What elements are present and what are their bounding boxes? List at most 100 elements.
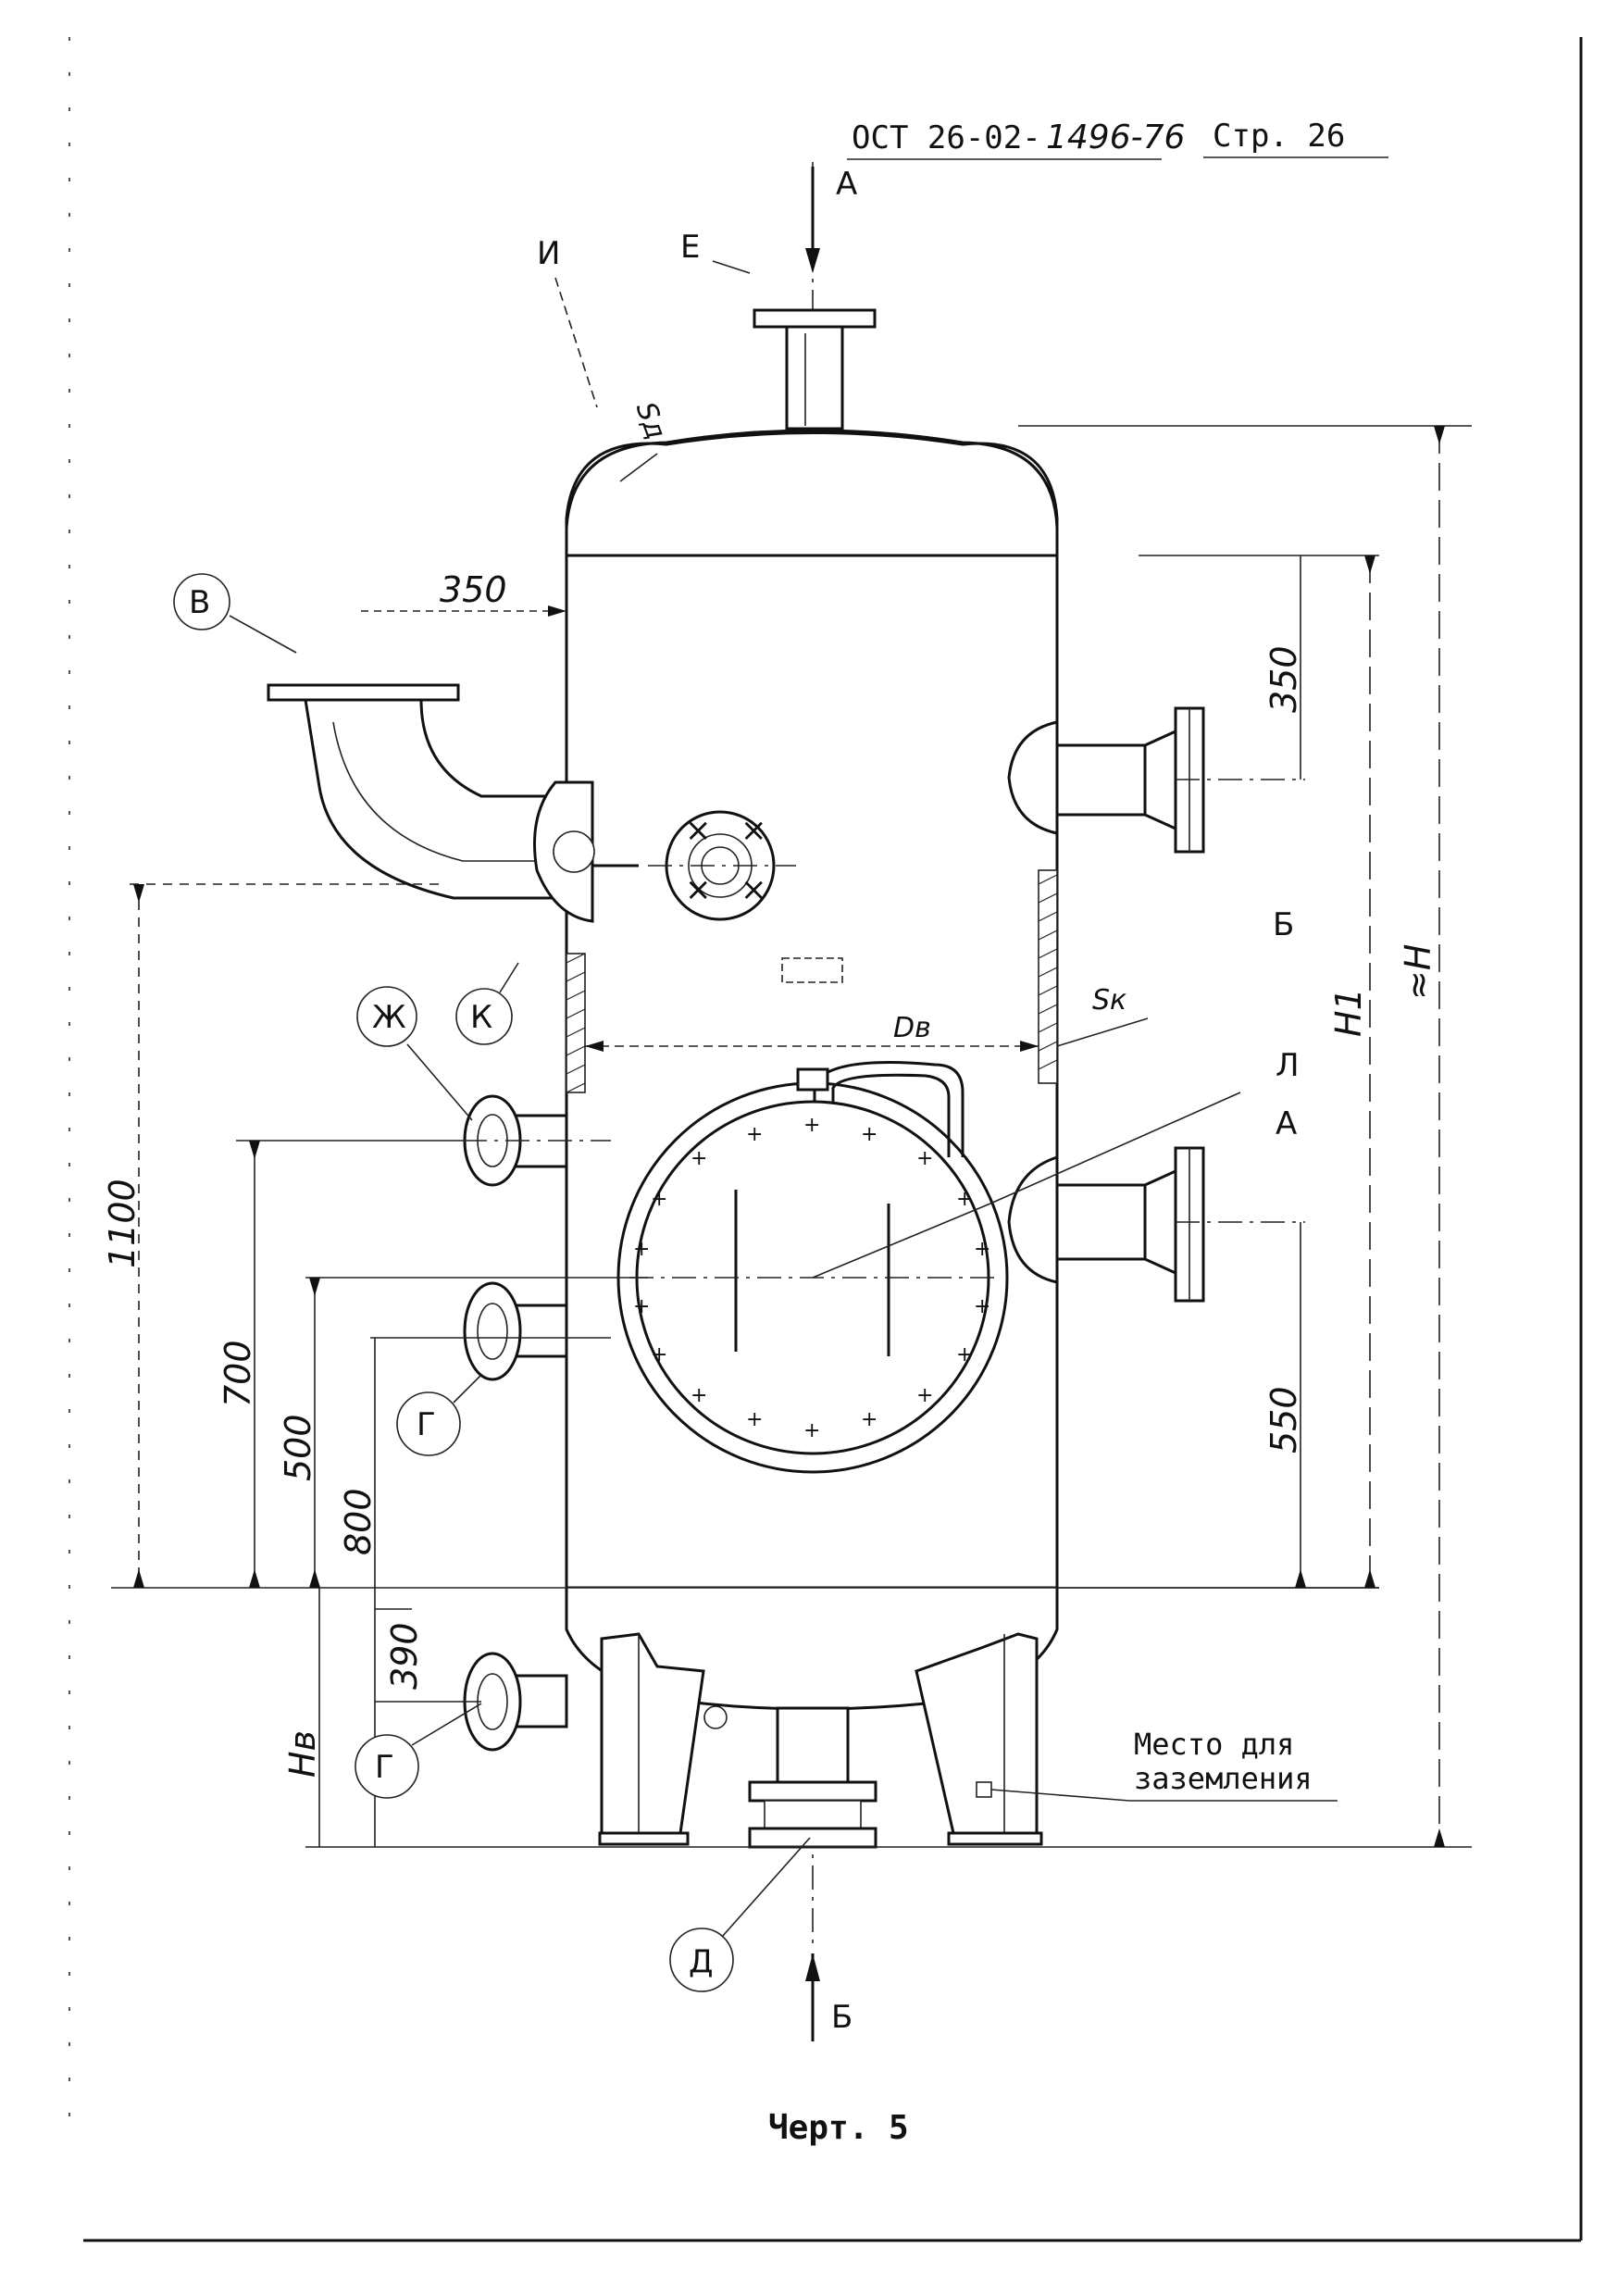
standard-label: ОСТ 26-02-	[852, 119, 1041, 156]
svg-text:+: +	[974, 1295, 990, 1318]
svg-text:×: ×	[685, 871, 712, 908]
dim-hb: Hв	[282, 1588, 323, 1847]
callout-d: Д	[669, 1837, 811, 1992]
dim-db-label: Dв	[893, 1012, 931, 1044]
left-nozzle-upper	[463, 1094, 611, 1187]
callout-k: К	[455, 962, 519, 1045]
svg-text:В: В	[189, 584, 210, 621]
dim-700: 700	[218, 1140, 463, 1588]
dim-h1: H1	[1328, 555, 1375, 1588]
svg-text:+: +	[861, 1123, 877, 1146]
support-leg-left	[598, 1632, 705, 1846]
callout-zh: Ж	[356, 986, 473, 1121]
svg-text:+: +	[651, 1343, 667, 1366]
dim-350-left: 350	[361, 569, 566, 617]
drain-boss	[703, 1705, 728, 1729]
support-leg-right	[915, 1632, 1043, 1846]
svg-text:Г: Г	[375, 1749, 394, 1786]
svg-text:Г: Г	[417, 1406, 436, 1443]
dim-sk: Sк	[1056, 984, 1149, 1047]
svg-text:+: +	[956, 1188, 973, 1211]
svg-text:К: К	[470, 999, 492, 1036]
dim-800-label: 800	[338, 1488, 379, 1555]
svg-text:×: ×	[741, 871, 767, 908]
dim-hb-label: Hв	[282, 1730, 323, 1778]
dim-700-label: 700	[218, 1340, 258, 1407]
vessel-top-head	[565, 431, 1059, 557]
standard-number: 1496-76	[1046, 119, 1185, 156]
header: ОСТ 26-02- 1496-76 Стр. 26	[847, 118, 1388, 160]
svg-text:+: +	[633, 1295, 650, 1318]
dim-h1-label: H1	[1328, 988, 1369, 1037]
svg-text:×: ×	[685, 812, 712, 849]
right-nozzle-lower	[1007, 1146, 1305, 1303]
callout-g-lower: Г	[355, 1703, 482, 1799]
svg-text:+: +	[861, 1408, 877, 1431]
callout-v: В	[173, 573, 297, 654]
svg-text:+: +	[746, 1408, 763, 1431]
grounding-square	[976, 1781, 992, 1798]
svg-text:+: +	[633, 1238, 650, 1261]
view-b-label: Б	[831, 1999, 853, 2036]
svg-text:Е: Е	[680, 229, 700, 266]
svg-text:Д: Д	[689, 1943, 714, 1980]
callout-i: И	[537, 235, 598, 408]
callout-g-upper: Г	[396, 1374, 482, 1456]
dim-db: Dв	[585, 1012, 1039, 1052]
view-arrow-top: А	[805, 166, 857, 273]
dim-800: 800	[338, 1338, 379, 1847]
dim-sd-label: Sд	[629, 398, 673, 443]
svg-text:×: ×	[741, 812, 767, 849]
elbow-nozzle	[267, 683, 639, 923]
wall-section-left	[566, 953, 586, 1093]
small-flange: × × × ×	[648, 810, 796, 921]
dim-1100-label: 1100	[102, 1179, 143, 1268]
page-label: Стр. 26	[1213, 118, 1345, 155]
dim-390: 390	[375, 1608, 481, 1703]
svg-text:Л: Л	[1276, 1047, 1300, 1084]
svg-text:+: +	[746, 1123, 763, 1146]
dim-500-label: 500	[278, 1414, 318, 1481]
grounding-line2: заземления	[1134, 1761, 1313, 1796]
dim-h-label: ≈H	[1398, 944, 1438, 1000]
left-nozzle-mid	[370, 1281, 611, 1381]
nameplate	[781, 957, 843, 983]
dim-390-label: 390	[384, 1622, 425, 1690]
svg-text:+: +	[974, 1238, 990, 1261]
dim-h: ≈H	[1398, 426, 1445, 1847]
side-view-b: Б	[1273, 906, 1294, 943]
dim-1100: 1100	[102, 883, 444, 1588]
bottom-nozzle	[748, 1706, 877, 1849]
svg-text:+: +	[803, 1114, 820, 1137]
svg-text:+: +	[691, 1147, 707, 1170]
figure-caption: Черт. 5	[768, 2109, 909, 2147]
svg-text:И: И	[537, 235, 560, 272]
manhole-bolts: + + + + + + + + + + + + + + + + + +	[633, 1114, 990, 1442]
svg-text:+: +	[691, 1384, 707, 1407]
svg-text:+: +	[956, 1343, 973, 1366]
wall-section-right	[1038, 869, 1058, 1084]
right-nozzle-upper	[1007, 706, 1305, 854]
grounding-note: Место для заземления	[990, 1727, 1338, 1802]
view-a-label: А	[836, 166, 857, 203]
dim-350-left-label: 350	[440, 569, 507, 610]
dim-550-right: 550	[1263, 1222, 1306, 1588]
callout-e: Е	[680, 229, 751, 274]
svg-text:+: +	[916, 1147, 933, 1170]
svg-text:+: +	[651, 1188, 667, 1211]
side-view-a: А	[1276, 1105, 1297, 1142]
dim-350-right-label: 350	[1263, 645, 1304, 713]
view-arrow-bottom: Б	[805, 1953, 853, 2041]
svg-text:Ж: Ж	[372, 999, 406, 1036]
dim-350-right: 350	[1263, 555, 1304, 780]
manhole	[616, 1061, 1241, 1474]
dim-500: 500	[278, 1277, 648, 1588]
left-nozzle-low	[463, 1652, 568, 1752]
callout-l: Л	[1276, 1047, 1300, 1084]
grounding-line1: Место для	[1134, 1727, 1294, 1762]
dim-sk-label: Sк	[1092, 984, 1126, 1017]
dim-550-right-label: 550	[1263, 1386, 1304, 1454]
top-nozzle	[753, 308, 877, 430]
svg-text:+: +	[803, 1419, 820, 1442]
